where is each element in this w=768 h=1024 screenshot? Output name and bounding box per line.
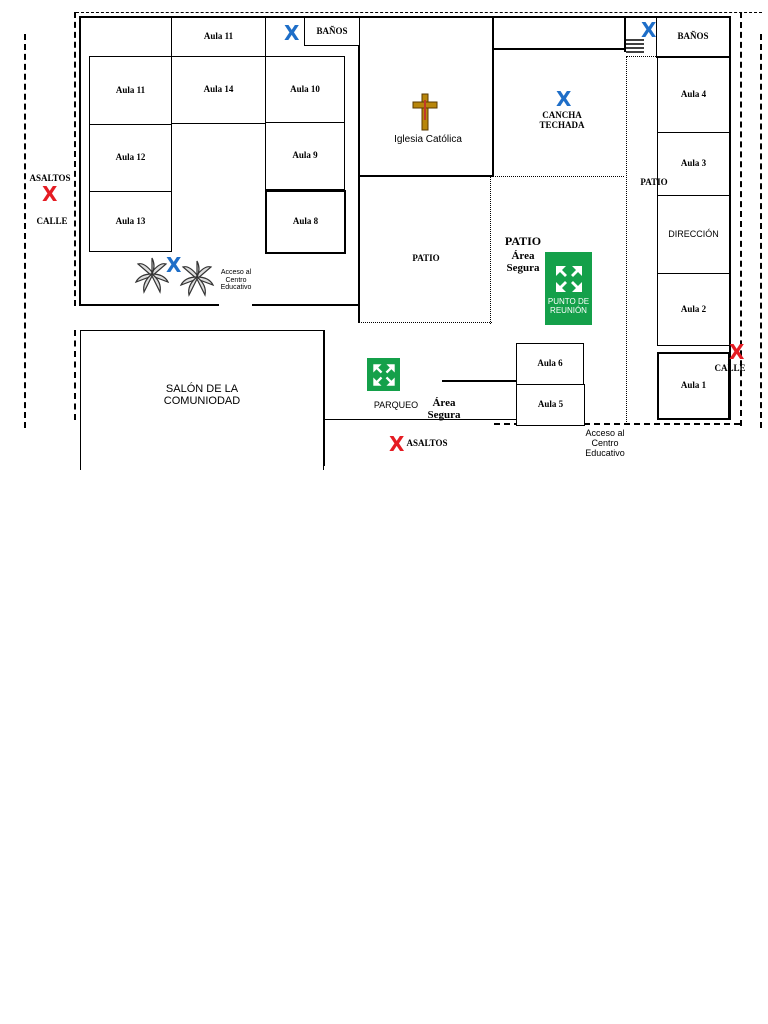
- assembly-point-label: PUNTO DE REUNIÓN: [547, 296, 590, 315]
- room-label: Aula 6: [537, 358, 563, 369]
- room-aula-3: Aula 3: [657, 132, 730, 196]
- palm-tree-icon: [134, 256, 170, 294]
- room-label: Aula 3: [680, 158, 707, 169]
- court-bottom-border: [492, 176, 624, 177]
- cancha-label: CANCHA TECHADA: [539, 110, 585, 130]
- room-label: BAÑOS: [677, 31, 709, 42]
- room-direccion: DIRECCIÓN: [657, 195, 730, 274]
- wall-left: [79, 16, 81, 305]
- wall-right: [729, 16, 731, 420]
- patio-corridor-label: PATIO: [640, 177, 668, 187]
- patio-center-label: PATIO: [412, 253, 440, 263]
- street-label: CALLE: [36, 216, 68, 226]
- perimeter-left-street: [24, 34, 26, 428]
- perimeter-left: [74, 12, 76, 306]
- assault-risk-label: ASALTOS: [406, 438, 448, 448]
- room-label: DIRECCIÓN: [668, 228, 719, 239]
- wall-church-left: [358, 16, 360, 322]
- wall-church-right: [492, 16, 494, 176]
- risk-marker-icon: X: [389, 432, 405, 456]
- room-label: Aula 1: [680, 380, 707, 391]
- room-label: BAÑOS: [316, 25, 348, 36]
- risk-marker-icon: X: [729, 340, 745, 364]
- room-label: Aula 5: [537, 399, 564, 410]
- school-access-label: Acceso al Centro Educativo: [220, 269, 252, 292]
- perimeter-bottom-right: [494, 423, 740, 425]
- room-label: Aula 12: [115, 152, 146, 163]
- room-label: Aula 13: [115, 215, 146, 226]
- room-label: Aula 14: [203, 84, 234, 95]
- room-label: Aula 9: [292, 150, 318, 161]
- patio-safe-label: PATIO: [504, 234, 542, 248]
- safe-area-label: Área Segura: [506, 250, 540, 275]
- church-label: Iglesia Católica: [394, 134, 462, 145]
- room-label: Aula 2: [680, 303, 707, 314]
- room-aula-11: Aula 11: [89, 56, 172, 125]
- parking-line: [324, 419, 520, 420]
- room-aula-2: Aula 2: [657, 273, 730, 346]
- room-aula-6: Aula 6: [516, 343, 584, 385]
- safety-marker-icon: X: [284, 21, 300, 45]
- palm-tree-icon: [178, 259, 216, 297]
- safe-area-label: Área Segura: [427, 397, 461, 422]
- room-aula-12: Aula 12: [89, 124, 172, 192]
- patio-bottom-border: [358, 322, 492, 323]
- safety-marker-icon: X: [641, 18, 657, 42]
- stairs-icon: [626, 38, 644, 54]
- safety-marker-icon: X: [556, 87, 572, 111]
- room-label: Aula 4: [680, 89, 707, 100]
- church-cross-icon: [410, 92, 440, 132]
- perimeter-right-street: [760, 34, 762, 428]
- room-aula-10: Aula 10: [265, 56, 345, 123]
- assault-risk-label: ASALTOS: [29, 173, 71, 183]
- room-label: Aula 8: [292, 216, 319, 227]
- room-aula-1: Aula 1: [657, 352, 730, 420]
- room-aula-13: Aula 13: [89, 191, 172, 252]
- safety-marker-icon: X: [166, 253, 182, 277]
- salon-right-wall: [323, 330, 325, 466]
- parking-divider: [442, 380, 544, 382]
- risk-marker-icon: X: [42, 182, 58, 206]
- room-label: Aula 11: [203, 31, 234, 42]
- school-evacuation-map: Aula 11 BAÑOS Aula 11 Aula 14 Aula 10 Au…: [0, 0, 768, 470]
- corridor-top-border: [626, 56, 656, 57]
- room-aula-4: Aula 4: [657, 57, 730, 133]
- assembly-point-icon: [367, 358, 400, 391]
- room-label: Aula 10: [290, 83, 320, 94]
- patio-right-border: [490, 176, 491, 324]
- room-aula-8: Aula 8: [265, 190, 346, 254]
- perimeter-right: [740, 12, 742, 426]
- wall-bottom-left: [79, 304, 219, 306]
- room-banos-right: BAÑOS: [656, 17, 730, 57]
- assembly-point-icon: PUNTO DE REUNIÓN: [545, 252, 592, 325]
- wall-top: [79, 16, 731, 18]
- street-label: CALLE: [714, 363, 746, 373]
- room-salon-comunidad: SALÓN DE LA COMUNIODAD: [80, 330, 324, 470]
- wall-bottom-mid: [252, 304, 358, 306]
- room-aula-9: Aula 9: [265, 122, 345, 190]
- wall-court-top: [492, 48, 624, 50]
- room-aula-14: Aula 14: [171, 56, 266, 124]
- parqueo-label: PARQUEO: [373, 400, 419, 410]
- wall-church-bottom: [358, 175, 492, 177]
- room-label: SALÓN DE LA COMUNIODAD: [163, 383, 241, 408]
- room-aula-11-top: Aula 11: [171, 17, 266, 57]
- corridor-left-border: [626, 56, 627, 422]
- perimeter-top: [76, 12, 762, 13]
- perimeter-left-lower: [74, 330, 76, 420]
- room-aula-5: Aula 5: [516, 384, 585, 426]
- room-label: Aula 11: [115, 84, 146, 95]
- room-banos-left: BAÑOS: [304, 17, 360, 46]
- wall-court-corner: [624, 16, 626, 52]
- school-access-label: Acceso al Centro Educativo: [585, 428, 625, 458]
